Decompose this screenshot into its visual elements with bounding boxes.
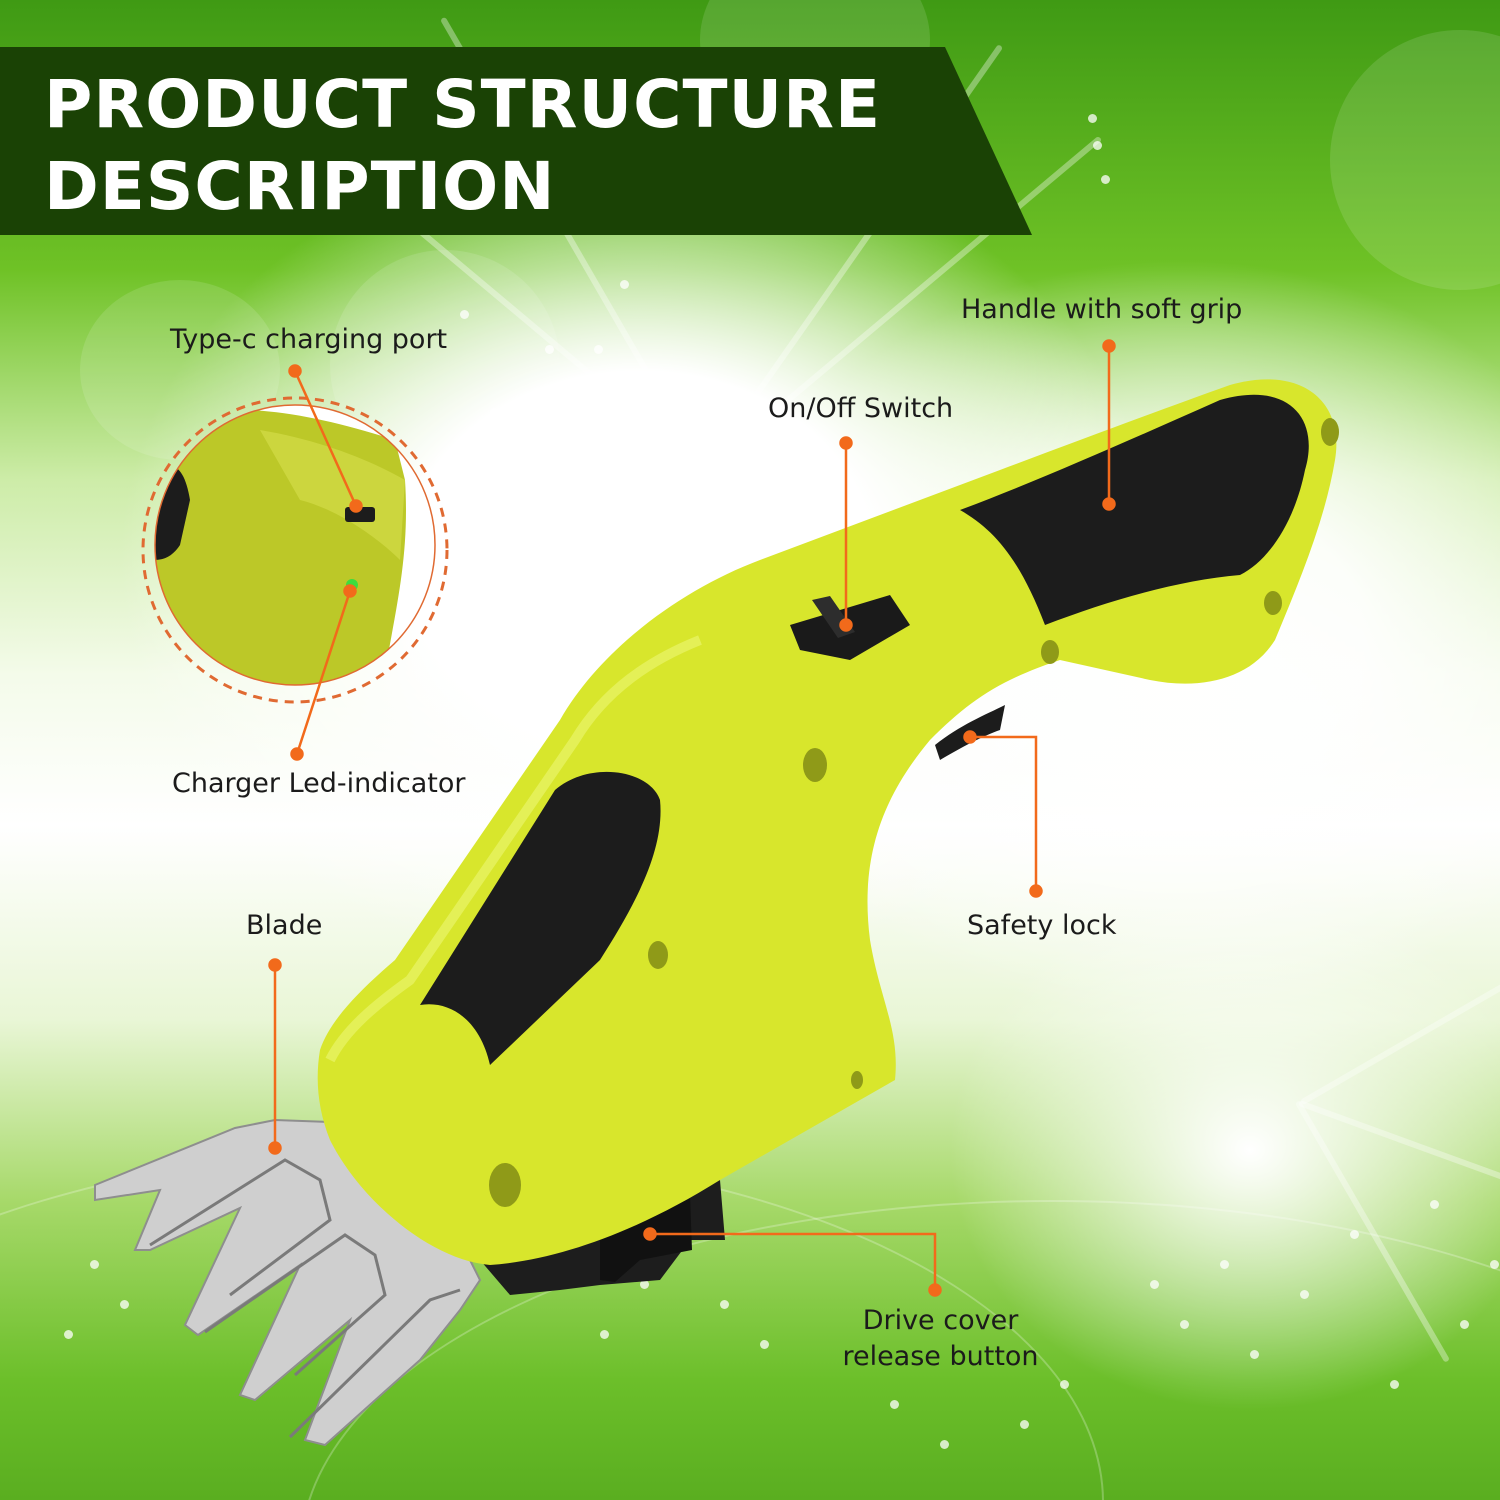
sparkle-dot bbox=[1350, 1230, 1359, 1239]
sparkle-dot bbox=[620, 280, 629, 289]
label-safety-lock: Safety lock bbox=[967, 910, 1117, 941]
sparkle-dot bbox=[1180, 1320, 1189, 1329]
sparkle-dot bbox=[890, 1400, 899, 1409]
sparkle-dot bbox=[120, 1300, 129, 1309]
title-line-1: PRODUCT STRUCTURE bbox=[44, 66, 882, 143]
label-on-off-switch: On/Off Switch bbox=[768, 393, 954, 424]
page-title: PRODUCT STRUCTURE DESCRIPTION bbox=[44, 64, 881, 228]
sparkle-dot bbox=[460, 310, 469, 319]
sparkle-dot bbox=[1101, 175, 1110, 184]
sparkle-dot bbox=[720, 1300, 729, 1309]
sparkle-dot bbox=[1150, 1280, 1159, 1289]
sparkle-dot bbox=[760, 1340, 769, 1349]
tool-body bbox=[317, 379, 1339, 1265]
sparkle-dot bbox=[940, 1440, 949, 1449]
label-handle-with-soft-grip: Handle with soft grip bbox=[961, 294, 1243, 325]
sparkle-dot bbox=[600, 1330, 609, 1339]
sparkle-dot bbox=[490, 408, 499, 417]
sparkle-dot bbox=[545, 345, 554, 354]
sparkle-dot bbox=[1088, 114, 1097, 123]
drive-cover-line-1: Drive cover bbox=[862, 1305, 1019, 1336]
label-charger-led-indicator: Charger Led-indicator bbox=[172, 768, 466, 799]
sparkle-dot bbox=[1093, 141, 1102, 150]
sparkle-dot bbox=[1430, 1200, 1439, 1209]
label-blade: Blade bbox=[246, 910, 323, 941]
sparkle-dot bbox=[1490, 1260, 1499, 1269]
sparkle-dot bbox=[1060, 1380, 1069, 1389]
label-drive-cover-release-button: Drive cover release button bbox=[838, 1303, 1043, 1375]
sparkle-dot bbox=[90, 1260, 99, 1269]
label-type-c-charging-port: Type-c charging port bbox=[170, 324, 448, 355]
sparkle-dot bbox=[1300, 1290, 1309, 1299]
sparkle-dot bbox=[594, 345, 603, 354]
sparkle-dot bbox=[1220, 1260, 1229, 1269]
drive-cover-line-2: release button bbox=[842, 1341, 1039, 1372]
sparkle-dot bbox=[640, 1280, 649, 1289]
title-line-2: DESCRIPTION bbox=[44, 148, 556, 225]
sparkle-dot bbox=[1250, 1350, 1259, 1359]
handle-grip-icon bbox=[960, 394, 1309, 625]
title-banner bbox=[0, 47, 1032, 235]
sparkle-dot bbox=[1020, 1420, 1029, 1429]
sparkle-dot bbox=[64, 1330, 73, 1339]
sparkle-dot bbox=[1390, 1380, 1399, 1389]
sparkle-dot bbox=[1460, 1320, 1469, 1329]
